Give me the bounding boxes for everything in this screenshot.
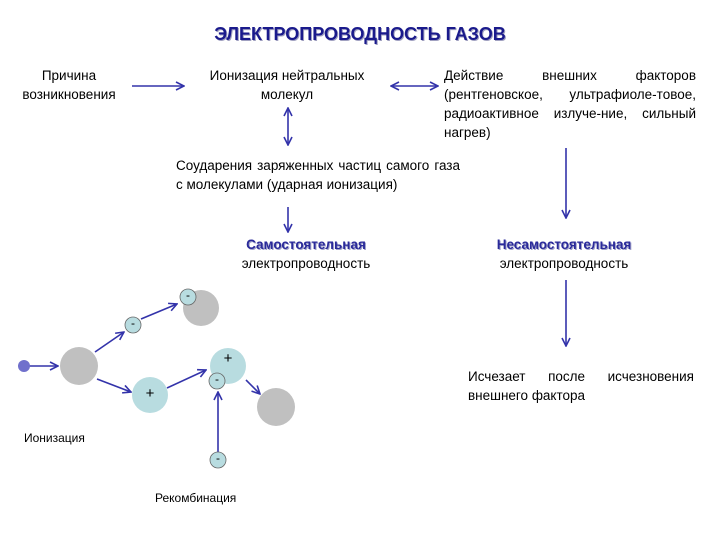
page-title: ЭЛЕКТРОПРОВОДНОСТЬ ГАЗОВ [214,24,506,44]
collisions-label: Соударения заряженных частиц самого газа… [176,158,460,192]
neutral-molecule-right [257,388,295,426]
recombination-caption: Рекомбинация [155,491,237,505]
ionization-label: Ионизация нейтральных молекул [209,68,365,102]
photon-dot [18,360,30,372]
electron-top-sign: - [186,288,190,302]
electron-bottom [209,451,227,469]
electron-middle [124,316,142,334]
electron-recombining-sign: - [215,372,219,386]
electron-middle-sign: - [131,316,135,330]
nonself-conductivity-block: Несамостоятельная электропроводность [454,235,674,273]
external-factors-label: Действие внешних факторов (рентгеновское… [444,68,696,140]
arrow-molecule-to-positive-ion [96,378,131,392]
neutral-molecule-left [60,347,98,385]
nonself-conductivity-subtitle: электропроводность [499,256,629,271]
nonself-conductivity-title: Несамостоятельная [496,237,632,252]
ionization-caption: Ионизация [24,431,85,445]
disappears-label: Исчезает после исчезновения внешнего фак… [468,369,694,403]
electron-recombining [208,372,226,390]
positive-ion-right-sign: + [223,350,233,367]
self-conductivity-block: Самостоятельная электропроводность [196,235,416,273]
arrow-molecule-to-electron [94,332,124,353]
arrow-ion-to-ion [166,370,206,389]
electron-bottom-sign: - [216,451,220,465]
arrow-electron-to-molecule [140,304,177,320]
self-conductivity-subtitle: электропроводность [241,256,371,271]
positive-ion-left-sign: + [145,385,155,402]
cause-label: Причина возникновения [22,68,116,102]
electron-top [179,288,197,306]
self-conductivity-title: Самостоятельная [246,237,366,252]
positive-ion-left [132,377,168,413]
arrow-to-neutral-right [245,379,260,394]
